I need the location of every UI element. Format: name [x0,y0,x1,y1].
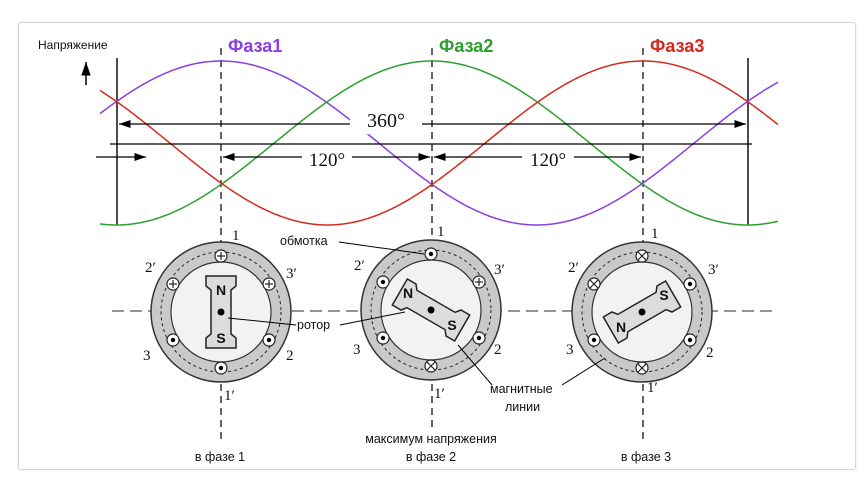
coil-dot-icon [376,331,390,345]
winding-leader-line [338,241,425,255]
coil-dot-icon [424,247,438,261]
coil-label-3: 3 [566,342,574,358]
coil-cross-icon [587,277,601,291]
voltage-axis-label: Напряжение [38,38,108,52]
rotor-shaft [217,308,225,316]
north-pole-label: N [403,285,413,301]
dimension-360-label-bg [350,108,422,134]
magnetic-lines-leader-line-left [457,344,493,386]
generator-phase3: N S 1 1′ 2′ 3′ 3 2 [566,226,719,396]
dimension-120-second-bg [522,148,574,170]
coil-cross-icon [424,359,438,373]
caption-phase2-line1: максимум напряжения [365,432,496,446]
coil-label-3: 3 [143,348,151,364]
phase3-voltage-curve [99,60,779,226]
coil-label-3-prime: 3′ [708,262,719,278]
caption-phase2-line2: в фазе 2 [406,450,456,464]
north-pole-label: N [616,319,626,335]
coil-label-1: 1 [651,226,659,242]
dimension-120-first-bg [302,148,352,170]
coil-label-1: 1 [437,224,445,240]
coil-dot-icon [587,333,601,347]
dimension-120-second-label: 120° [530,150,566,171]
rotor: N S [205,275,237,349]
phase2-voltage-curve [99,60,779,226]
rotor [602,279,682,345]
magnetic-lines-callout-line2: линии [505,400,540,414]
rotor-callout-label: ротор [297,318,330,332]
coil-dot-icon [472,331,486,345]
coil-dot-icon [166,333,180,347]
phase1-label: Фаза1 [228,36,282,56]
rotor-shaft [427,306,435,314]
rotor-leader-line [227,317,297,326]
coil-dot-icon [376,275,390,289]
rotor-shaft [638,308,646,316]
coil-label-2: 2 [494,342,502,358]
rotor [391,277,471,343]
coil-dot-icon [262,333,276,347]
coil-label-1-prime: 1′ [224,388,235,404]
coil-label-3-prime: 3′ [494,262,505,278]
generator-phase2: N S 1 1′ 2′ 3′ 3 2 [353,224,505,402]
phase2-label: Фаза2 [439,36,493,56]
magnetic-lines-callout-line1: магнитные [490,382,553,396]
coil-label-1-prime: 1′ [647,380,658,396]
dimension-120-first-label: 120° [309,150,345,171]
dimension-360-label: 360° [367,110,405,132]
coil-label-2-prime: 2′ [568,260,579,276]
coil-dot-icon [683,333,697,347]
south-pole-label: S [659,287,668,303]
north-pole-label: N [216,282,226,298]
coil-cross-icon [214,361,228,375]
coil-cross-icon [635,249,649,263]
coil-label-2: 2 [286,348,294,364]
magnetic-lines-leader-line-right [561,357,606,386]
coil-plus-icon [166,277,180,291]
coil-cross-icon [635,361,649,375]
coil-plus-icon [262,277,276,291]
caption-phase3: в фазе 3 [621,450,671,464]
generator-phase1: N S 1 1′ 2′ 3′ 3 2 [143,228,297,404]
coil-label-1-prime: 1′ [434,386,445,402]
coil-label-2-prime: 2′ [354,258,365,274]
caption-phase1: в фазе 1 [195,450,245,464]
coil-label-3-prime: 3′ [286,266,297,282]
south-pole-label: S [216,330,225,346]
coil-dot-icon [214,249,228,263]
coil-label-1: 1 [232,228,240,244]
phase3-label: Фаза3 [650,36,704,56]
coil-label-2-prime: 2′ [145,260,156,276]
coil-plus-icon [472,275,486,289]
rotor-leader-line-2 [339,311,406,326]
south-pole-label: S [447,317,456,333]
phase1-voltage-curve [99,60,779,226]
coil-label-3: 3 [353,342,361,358]
winding-callout-label: обмотка [280,234,328,248]
coil-dot-icon [683,277,697,291]
coil-label-2: 2 [706,345,714,361]
